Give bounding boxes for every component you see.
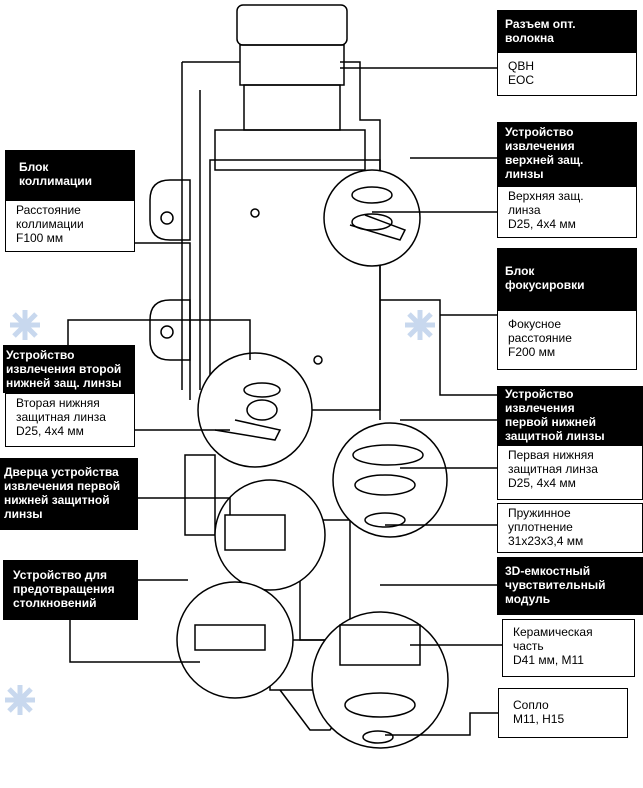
title-text: Устройство извлечения верхней защ. линзы [505,125,584,181]
body-text: Вторая нижняя защитная линза D25, 4x4 мм [16,396,106,438]
callout-title: Устройство для предотвращения столкновен… [3,560,138,620]
body-text: Фокусное расстояние F200 мм [508,317,572,359]
body-text: Пружинное уплотнение 31x23x3,4 мм [508,506,584,548]
title-text: Устройство извлечения первой нижней защи… [505,387,605,443]
callout-body: QBH EOC [497,52,637,96]
callout-title: Устройство извлечения верхней защ. линзы [497,122,637,186]
callout-body: Фокусное расстояние F200 мм [497,310,637,370]
callout-title: Блок фокусировки [497,248,637,310]
callout-spring-seal: Пружинное уплотнение 31x23x3,4 мм [497,503,643,553]
detail-second-lower-lens [197,352,313,468]
detail-sensor [311,611,449,749]
title-text: Блок фокусировки [505,264,585,292]
callout-body: Сопло M11, H15 [498,688,628,738]
callout-body: Керамическая часть D41 мм, M11 [502,619,635,677]
callout-title: Дверца устройства извлечения первой нижн… [0,458,138,530]
detail-parts [194,186,424,744]
callout-title: Блок коллимации [5,150,135,200]
detail-anticollision [176,581,294,699]
callout-title: Устройство извлечения первой нижней защи… [497,386,643,445]
fiber-connector [236,4,348,131]
title-text: Дверца устройства извлечения первой нижн… [4,465,121,521]
callout-body: Вторая нижняя защитная линза D25, 4x4 мм [5,393,135,447]
callout-title: 3D-емкостный чувствительный модуль [497,557,643,615]
detail-first-lower-lens [332,422,448,538]
callout-body: Верхняя защ. линза D25, 4x4 мм [497,186,637,238]
body-text: QBH EOC [508,59,535,87]
body-text: Первая нижняя защитная линза D25, 4x4 мм [508,448,598,490]
body-text: Сопло M11, H15 [513,698,565,726]
callout-title: Разъем опт. волокна [497,10,637,52]
title-text: Разъем опт. волокна [505,17,576,45]
callout-title: Устройство извлечения второй нижней защ.… [3,345,135,393]
callout-body: Расстояние коллимации F100 мм [5,200,135,252]
title-text: Устройство для предотвращения столкновен… [13,568,115,610]
leader-lines [67,67,502,736]
title-text: Блок коллимации [19,160,93,188]
body-text: Верхняя защ. линза D25, 4x4 мм [508,189,584,231]
callout-body: Первая нижняя защитная линза D25, 4x4 мм [497,445,643,500]
detail-door [214,479,326,591]
title-text: 3D-емкостный чувствительный модуль [505,564,606,606]
body-text: Расстояние коллимации F100 мм [16,203,84,245]
body-text: Керамическая часть D41 мм, M11 [513,625,593,667]
title-text: Устройство извлечения второй нижней защ.… [6,348,122,390]
